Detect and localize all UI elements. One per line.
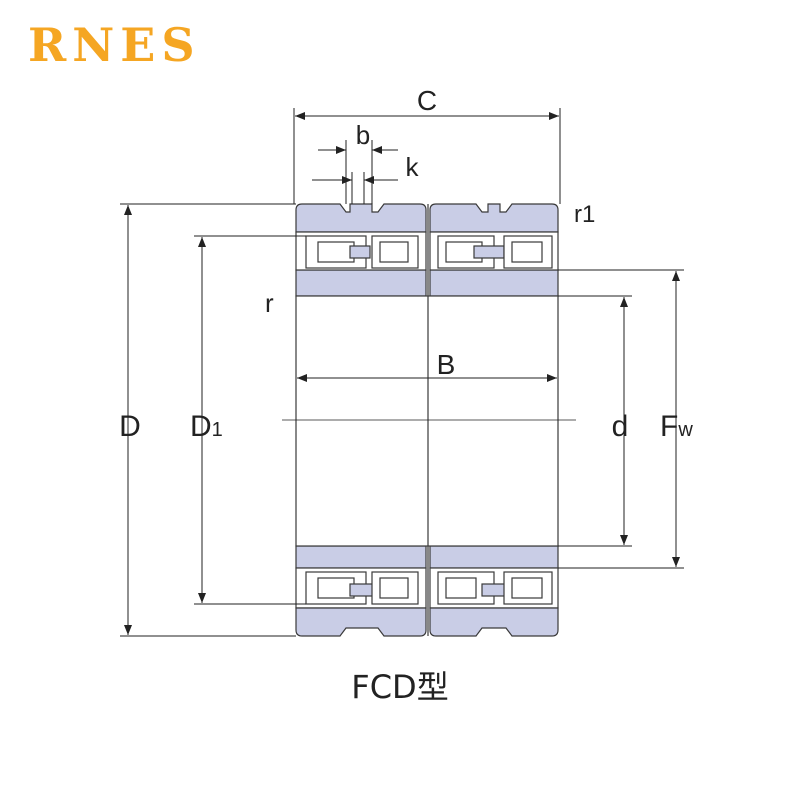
outer-ring-top-right: [429, 203, 559, 233]
brand-logo: RNES: [28, 18, 201, 72]
label-B: B: [437, 349, 456, 380]
rollers-top: [305, 235, 553, 269]
inner-ring-bottom-right: [429, 545, 559, 569]
rollers-bottom: [305, 571, 553, 605]
label-d: d: [612, 410, 629, 443]
bearing-type-caption: FCD型: [351, 668, 449, 706]
label-k: k: [406, 152, 420, 182]
label-r1: r1: [574, 201, 595, 228]
dimension-lines: [120, 108, 684, 637]
label-D1: D1: [190, 410, 223, 443]
label-b: b: [356, 120, 370, 150]
outer-ring-bottom-right: [429, 607, 559, 637]
inner-ring-top-left: [295, 269, 427, 297]
label-r: r: [265, 288, 274, 318]
outer-ring-bottom-left: [295, 607, 427, 637]
label-C: C: [417, 85, 437, 116]
bore-region: [295, 295, 559, 547]
outer-ring-top-left: [295, 203, 427, 233]
label-Fw: Fw: [660, 410, 693, 443]
inner-ring-bottom-left: [295, 545, 427, 569]
inner-ring-top-right: [429, 269, 559, 297]
label-D: D: [119, 410, 141, 443]
